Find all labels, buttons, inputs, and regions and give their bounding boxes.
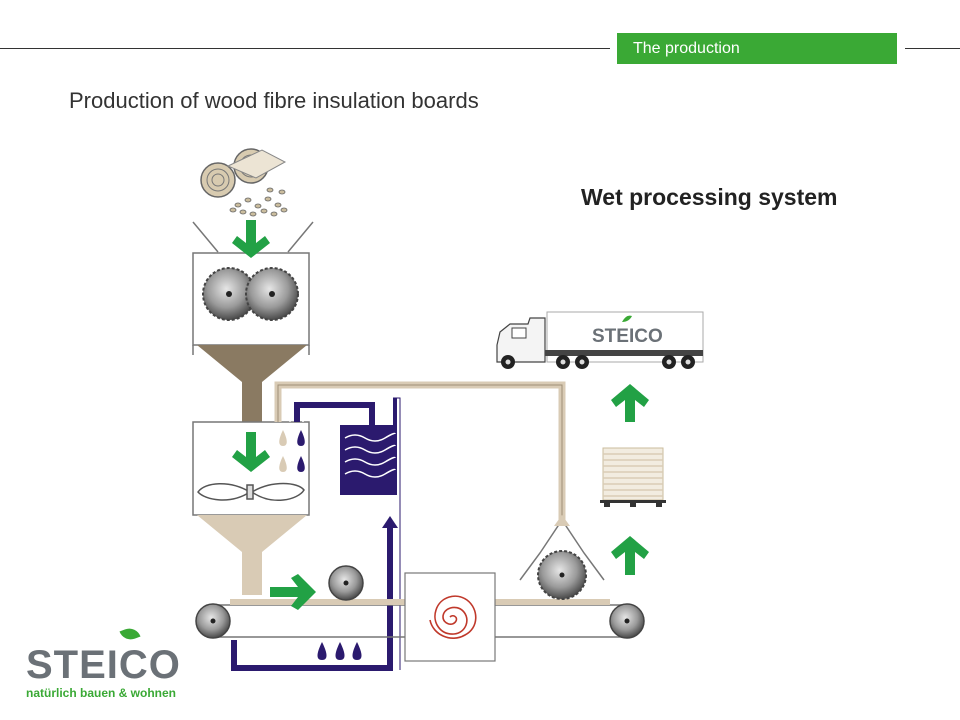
green-arrow-right-icon — [270, 574, 316, 610]
wood-logs — [200, 148, 287, 198]
beige-funnel — [197, 515, 307, 595]
board-stack — [600, 447, 666, 507]
steico-logo: STEICO natürlich bauen & wohnen — [26, 620, 180, 700]
green-arrow-up-icon — [611, 536, 649, 575]
section-tag: The production — [617, 33, 897, 64]
wood-chips — [229, 187, 288, 217]
press-roller — [328, 565, 364, 601]
logo-tagline: natürlich bauen & wohnen — [26, 686, 177, 700]
belt-roller-left — [195, 603, 231, 639]
header-rule-left — [0, 48, 610, 49]
brown-funnel — [197, 345, 307, 425]
diagram-subtitle: Wet processing system — [581, 184, 838, 210]
dryer-spiral — [429, 595, 477, 639]
navy-pipe-loop — [294, 402, 375, 425]
green-arrow-down-icon — [232, 220, 270, 258]
delivery-truck: STEICO — [496, 311, 704, 369]
leaf-icon — [119, 625, 141, 643]
beige-arrow-up-icon — [554, 515, 570, 526]
belt-roller-right — [609, 603, 645, 639]
green-arrow-up-icon-2 — [611, 384, 649, 422]
truck-brand-label: STEICO — [592, 326, 663, 347]
grinder-blade-right — [245, 267, 299, 321]
water-drops-belt — [317, 642, 362, 660]
navy-arrow-up-icon — [382, 516, 398, 528]
mixer-propeller — [197, 482, 305, 501]
grinder-blade-left — [202, 267, 256, 321]
header-rule-right — [905, 48, 960, 49]
page-title: Production of wood fibre insulation boar… — [69, 88, 479, 113]
cutting-saw — [537, 550, 587, 600]
navy-pipe-down — [231, 528, 393, 671]
logo-wordmark: STEICO — [26, 643, 181, 687]
water-drops-mixer — [279, 430, 305, 472]
green-arrow-down-icon-2 — [232, 432, 270, 472]
